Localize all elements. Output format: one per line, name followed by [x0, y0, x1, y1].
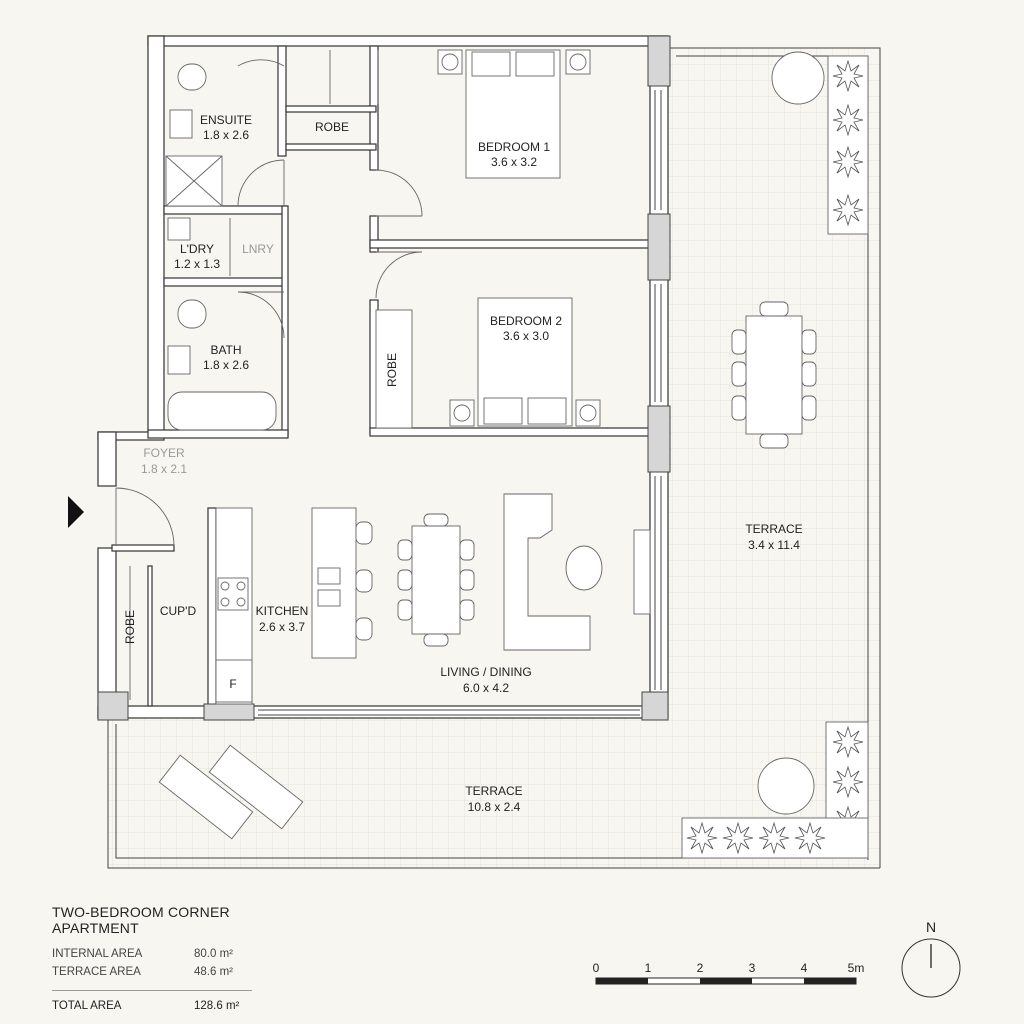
- room-dim-bedroom-1: 3.6 x 3.2: [491, 155, 537, 169]
- windows: [258, 90, 662, 716]
- area-row-total: TOTAL AREA 128.6 m²: [52, 990, 252, 1018]
- scale-tick-4: 4: [801, 961, 808, 975]
- scale-tick-5: 5m: [848, 961, 865, 975]
- scale-bar: 0 1 2 3 4 5m: [593, 961, 865, 985]
- scale-tick-0: 0: [593, 961, 600, 975]
- north-label: N: [926, 919, 936, 935]
- room-label-bedroom-2: BEDROOM 2: [490, 314, 562, 328]
- fridge-label: F: [229, 677, 236, 691]
- room-dim-bedroom-2: 3.6 x 3.0: [503, 329, 549, 343]
- area-label: TERRACE AREA: [52, 966, 141, 978]
- scale-tick-1: 1: [645, 961, 652, 975]
- total-value: 128.6 m²: [194, 1000, 240, 1012]
- sun-loungers: [158, 744, 304, 840]
- terrace-planting: [681, 51, 869, 859]
- room-label-robe-3: ROBE: [123, 610, 137, 644]
- room-dim-ensuite: 1.8 x 2.6: [203, 128, 249, 142]
- room-dim-terrace-south: 10.8 x 2.4: [468, 800, 521, 814]
- room-dim-terrace-east: 3.4 x 11.4: [748, 538, 800, 552]
- north-arrow-icon: N: [901, 919, 961, 998]
- area-row-internal: INTERNAL AREA 80.0 m²: [52, 948, 252, 966]
- room-dim-foyer: 1.8 x 2.1: [141, 462, 187, 476]
- area-label: INTERNAL AREA: [52, 948, 143, 960]
- doors: [115, 50, 423, 547]
- room-label-laundry: L'DRY: [180, 242, 214, 256]
- room-label-cupboard: CUP'D: [160, 604, 197, 618]
- room-label-terrace-east: TERRACE: [745, 522, 802, 536]
- dining-table-set: [397, 513, 475, 647]
- bedroom-2-furniture: [375, 297, 601, 429]
- room-label-ensuite: ENSUITE: [200, 113, 252, 127]
- terrace-dining-set: [731, 301, 817, 449]
- room-dim-laundry: 1.2 x 1.3: [174, 257, 220, 271]
- bathroom-fixtures: [129, 63, 277, 700]
- scale-tick-2: 2: [697, 961, 704, 975]
- scale-tick-3: 3: [749, 961, 756, 975]
- total-label: TOTAL AREA: [52, 1000, 122, 1012]
- room-label-linen: LNRY: [242, 242, 274, 256]
- sofa-and-coffee-table: [503, 493, 651, 651]
- plan-title: TWO-BEDROOM CORNER APARTMENT: [52, 904, 230, 936]
- room-label-robe-2: ROBE: [385, 353, 399, 387]
- room-label-robe-1: ROBE: [315, 120, 349, 134]
- area-row-terrace: TERRACE AREA 48.6 m²: [52, 966, 252, 984]
- room-label-bedroom-1: BEDROOM 1: [478, 140, 550, 154]
- room-label-terrace-south: TERRACE: [465, 784, 522, 798]
- room-dim-bath: 1.8 x 2.6: [203, 358, 249, 372]
- room-label-living: LIVING / DINING: [440, 665, 531, 679]
- area-value: 48.6 m²: [194, 966, 233, 978]
- area-value: 80.0 m²: [194, 948, 233, 960]
- entry-arrow: [68, 496, 84, 528]
- room-label-kitchen: KITCHEN: [256, 604, 309, 618]
- area-summary: TWO-BEDROOM CORNER APARTMENT INTERNAL AR…: [52, 904, 252, 1018]
- room-dim-kitchen: 2.6 x 3.7: [259, 620, 305, 634]
- room-dim-living: 6.0 x 4.2: [463, 681, 509, 695]
- room-label-bath: BATH: [210, 343, 241, 357]
- structural-columns: [97, 35, 671, 721]
- room-label-foyer: FOYER: [143, 446, 185, 460]
- kitchen-fixtures: [215, 507, 373, 705]
- bedroom-1-furniture: [437, 49, 591, 179]
